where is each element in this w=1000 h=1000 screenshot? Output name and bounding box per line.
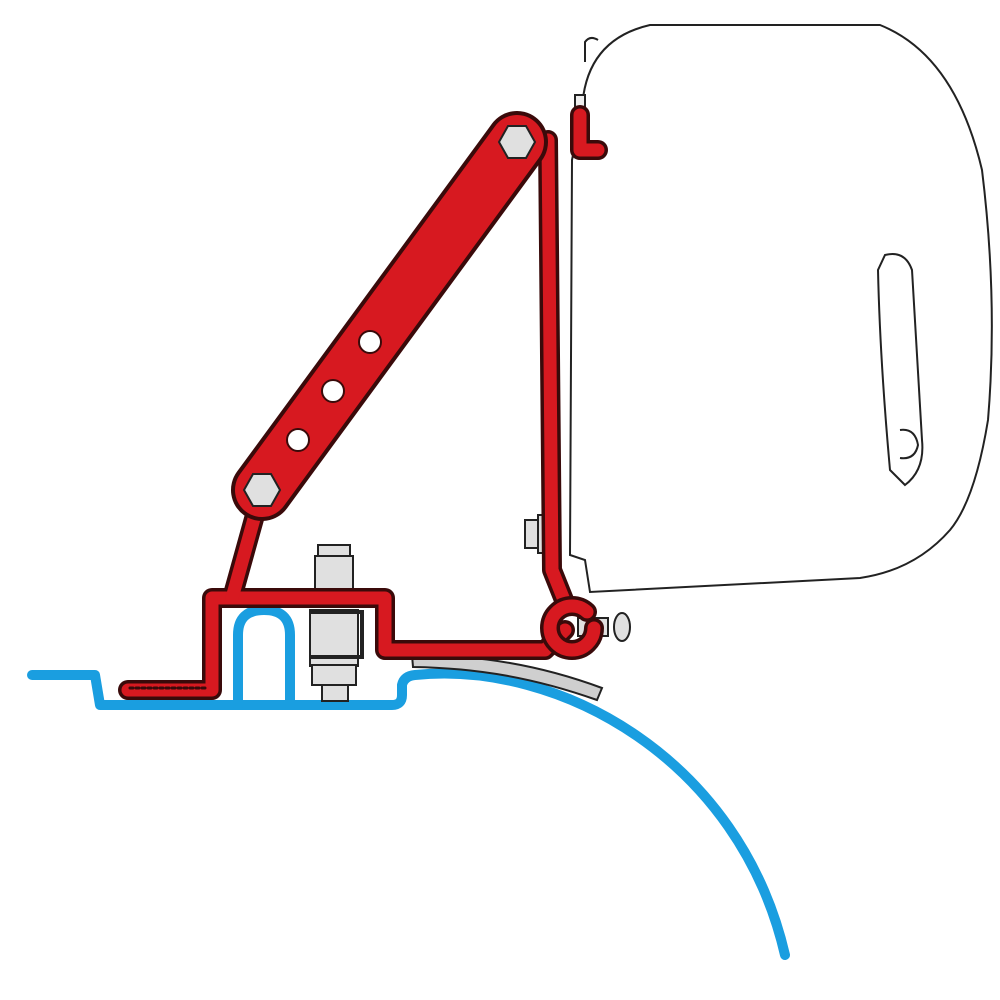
strut-hole <box>286 428 310 452</box>
mounting-bracket <box>118 105 608 700</box>
strut-hole <box>321 379 345 403</box>
awning-case <box>568 24 993 594</box>
roof-profile <box>27 605 790 960</box>
hex-bolt <box>242 473 282 507</box>
hex-bolt <box>497 125 537 159</box>
strut-hole <box>358 330 382 354</box>
diagonal-strut <box>231 111 548 521</box>
